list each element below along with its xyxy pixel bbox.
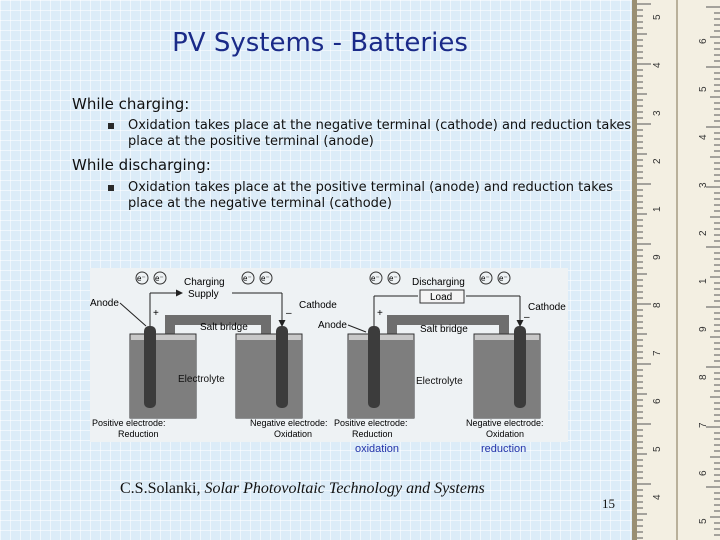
charging-supply-label: Charging [184, 277, 225, 288]
ruler-number: 4 [652, 494, 663, 500]
ruler-number: 3 [652, 110, 663, 116]
discharging-label: Discharging [412, 277, 465, 288]
electrolyte-label: Electrolyte [416, 376, 463, 387]
ruler-number: 9 [698, 326, 709, 332]
negative-electrode-label: Oxidation [274, 429, 312, 439]
cathode-label: Cathode [299, 300, 337, 311]
ruler-number: 5 [698, 86, 709, 92]
electron-label: e⁻ [243, 274, 252, 283]
electrolyte-label: Electrolyte [178, 374, 225, 385]
electron-label: e⁻ [371, 274, 380, 283]
load-label: Load [430, 292, 452, 303]
negative-electrode-label: Negative electrode: [466, 418, 544, 428]
positive-electrode-label: Reduction [352, 429, 393, 439]
page-number: 15 [602, 496, 615, 511]
ruler-number: 1 [698, 278, 709, 284]
ruler-number: 2 [652, 158, 663, 164]
oxidation-caption: oxidation [355, 443, 400, 455]
electron-label: e⁻ [261, 274, 270, 283]
battery-diagram-svg: e⁻ e⁻ e⁻ e⁻ Charging Supply Anode Cathod… [90, 271, 566, 439]
plus-label: + [377, 308, 383, 319]
salt-bridge-label: Salt bridge [420, 324, 468, 335]
electron-label: e⁻ [499, 274, 508, 283]
electron-label: e⁻ [389, 274, 398, 283]
charging-text: Oxidation takes place at the negative te… [128, 118, 632, 149]
slide-title: PV Systems - Batteries [172, 28, 468, 58]
ruler-number: 4 [652, 62, 663, 68]
cathode-label: Cathode [528, 302, 566, 313]
bullet-icon [108, 185, 114, 191]
ruler-number: 4 [698, 134, 709, 140]
ruler-number: 3 [698, 182, 709, 188]
charging-supply-label: Supply [188, 289, 219, 300]
plus-label: + [153, 308, 159, 319]
minus-label: – [286, 308, 292, 319]
reduction-caption: reduction [481, 443, 527, 455]
positive-electrode-label: Reduction [118, 429, 159, 439]
discharging-text: Oxidation takes place at the positive te… [128, 180, 614, 211]
charging-cell: e⁻ e⁻ e⁻ e⁻ Charging Supply Anode Cathod… [90, 271, 337, 439]
electron-label: e⁻ [481, 274, 490, 283]
discharging-cell: e⁻ e⁻ e⁻ e⁻ Discharging Load Cathode Ano… [318, 271, 566, 439]
negative-electrode-label: Negative electrode: [250, 418, 328, 428]
ruler-number: 8 [652, 302, 663, 308]
credit-author: C.S.Solanki, [120, 480, 205, 497]
ruler-number: 5 [652, 446, 663, 452]
negative-electrode-label: Oxidation [486, 429, 524, 439]
charging-heading: While charging: [72, 95, 190, 113]
charging-bullet: Oxidation takes place at the negative te… [108, 118, 633, 150]
ruler-number: 6 [698, 38, 709, 44]
minus-label: – [524, 312, 530, 323]
ruler-number: 5 [652, 14, 663, 20]
discharging-bullet: Oxidation takes place at the positive te… [108, 180, 633, 212]
discharging-heading: While discharging: [72, 156, 211, 174]
ruler-decoration: 5 6 4 5 3 4 2 3 1 2 9 1 8 9 7 8 6 7 5 6 4 5 [632, 0, 720, 540]
bullet-icon [108, 123, 114, 129]
battery-diagram: e⁻ e⁻ e⁻ e⁻ Charging Supply Anode Cathod… [90, 268, 568, 442]
positive-electrode-label: Positive electrode: [334, 418, 408, 428]
anode-label: Anode [318, 320, 347, 331]
ruler-number: 6 [652, 398, 663, 404]
ruler-number: 5 [698, 518, 709, 524]
ruler-number: 9 [652, 254, 663, 260]
credit-book: Solar Photovoltaic Technology and System… [204, 480, 485, 497]
ruler-number: 1 [652, 206, 663, 212]
salt-bridge-label: Salt bridge [200, 322, 248, 333]
ruler-number: 7 [652, 350, 663, 356]
anode-label: Anode [90, 298, 119, 309]
ruler-number: 8 [698, 374, 709, 380]
positive-electrode-label: Positive electrode: [92, 418, 166, 428]
ruler-number: 2 [698, 230, 709, 236]
credit-line: C.S.Solanki, Solar Photovoltaic Technolo… [120, 480, 485, 498]
ruler-number: 7 [698, 422, 709, 428]
electron-label: e⁻ [155, 274, 164, 283]
ruler-number: 6 [698, 470, 709, 476]
electron-label: e⁻ [137, 274, 146, 283]
